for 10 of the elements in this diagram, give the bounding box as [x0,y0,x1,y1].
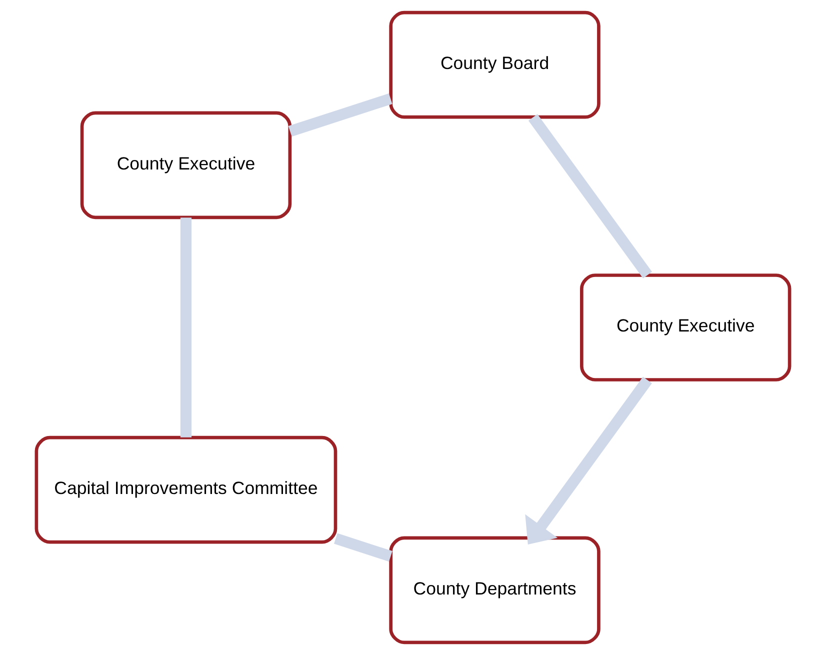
arrow [524,376,652,545]
node-box: County Departments [388,536,600,644]
connector [180,218,192,438]
node-box: County Board [388,10,600,119]
node-box: County Executive [580,274,791,382]
connector [528,114,652,278]
connector [334,533,392,562]
node-box: Capital Improvements Committee [34,436,337,544]
node-box: County Executive [80,111,292,220]
connector [288,93,392,137]
